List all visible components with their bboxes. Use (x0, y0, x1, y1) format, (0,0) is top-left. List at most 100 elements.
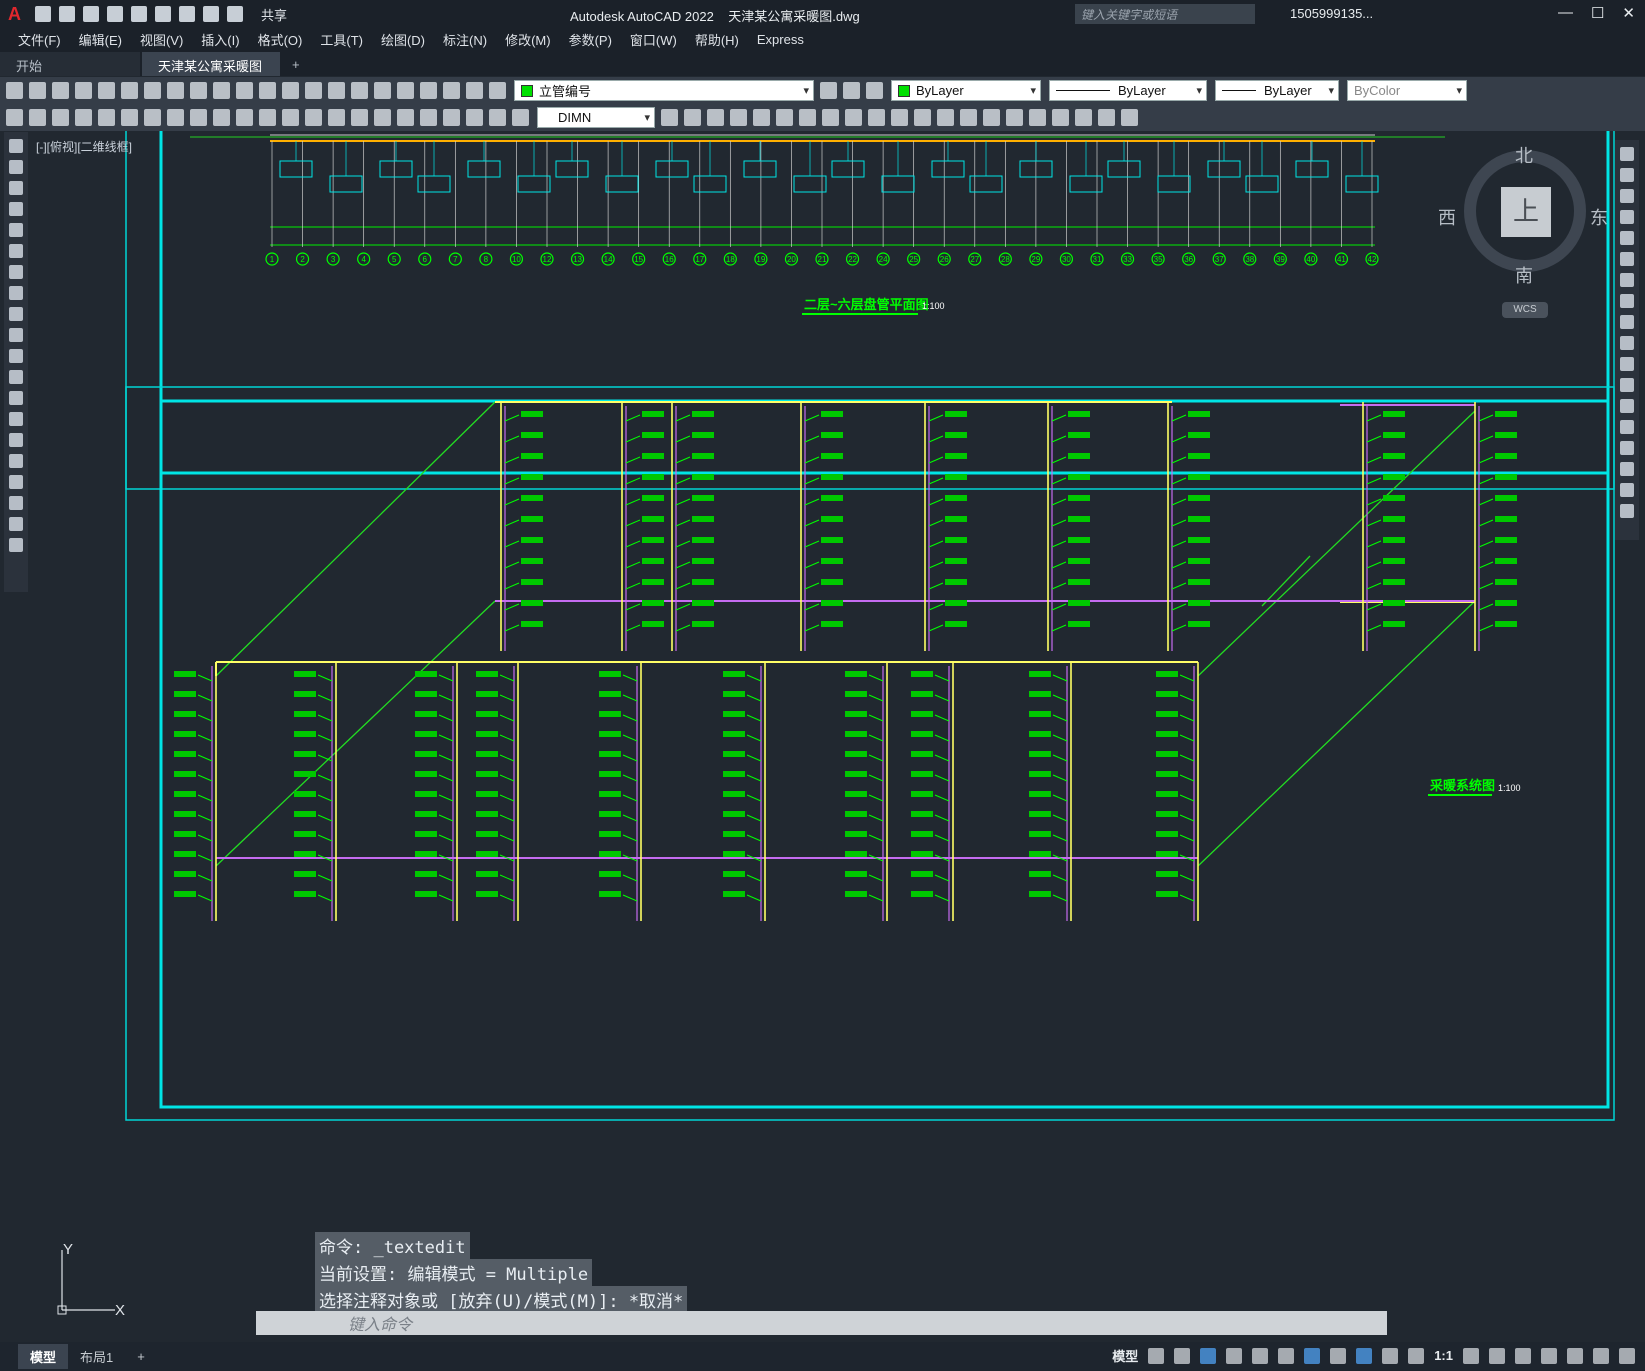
ellipse-icon[interactable] (9, 328, 23, 342)
tool-icon[interactable] (1121, 109, 1138, 126)
dimension-update-icon[interactable] (512, 109, 529, 126)
tool-icon[interactable] (684, 109, 701, 126)
revision-cloud-icon[interactable] (9, 286, 23, 300)
plot-icon[interactable] (75, 82, 92, 99)
menu-edit[interactable]: 编辑(E) (78, 32, 122, 48)
search-input[interactable]: 键入关键字或短语 (1075, 4, 1255, 24)
quick-dimension-icon[interactable] (259, 109, 276, 126)
extend-icon[interactable] (1620, 357, 1634, 371)
rectangle-icon[interactable] (9, 223, 23, 237)
add-layout-icon[interactable]: + (137, 1349, 145, 1364)
tool-icon[interactable] (6, 109, 23, 126)
circle-icon[interactable] (9, 265, 23, 279)
menu-express[interactable]: Express (756, 31, 804, 47)
compass-south[interactable]: 南 (1515, 266, 1533, 287)
annotation-scale-icon[interactable] (1408, 1347, 1425, 1364)
workspace-gear-icon[interactable] (1463, 1347, 1479, 1364)
copy-icon[interactable] (167, 82, 184, 99)
open-icon[interactable] (29, 82, 46, 99)
tolerance-icon[interactable] (374, 109, 391, 126)
blend-curves-icon[interactable] (1620, 483, 1634, 497)
tool-icon[interactable] (868, 109, 885, 126)
menu-insert[interactable]: 插入(I) (201, 32, 240, 48)
tool-icon[interactable] (799, 109, 816, 126)
tool-icon[interactable] (983, 109, 1000, 126)
annotation-monitor-icon[interactable] (1489, 1347, 1505, 1364)
plotstyle-dropdown[interactable]: ByColor (1347, 80, 1467, 101)
auto-scale-icon[interactable] (1382, 1347, 1399, 1364)
layer-previous-icon[interactable] (843, 82, 860, 99)
units-icon[interactable] (1515, 1347, 1531, 1364)
jogged-linear-icon[interactable] (443, 109, 460, 126)
compass-west[interactable]: 西 (1438, 208, 1456, 229)
diameter-icon[interactable] (213, 109, 230, 126)
table-icon[interactable] (9, 496, 23, 510)
help-icon[interactable] (466, 82, 483, 99)
tab-layout1[interactable]: 布局1 (80, 1350, 114, 1365)
tool-icon[interactable] (52, 109, 69, 126)
dimstyle-dropdown[interactable]: DIMN (537, 107, 655, 128)
match-properties-icon[interactable] (213, 82, 230, 99)
share-button[interactable]: 共享 (261, 7, 288, 23)
minimize-icon[interactable]: — (1557, 4, 1573, 21)
color-dropdown[interactable]: ByLayer (891, 80, 1041, 101)
fillet-icon[interactable] (1620, 462, 1634, 476)
annotation-visibility-icon[interactable] (1356, 1347, 1373, 1364)
layer-state-icon[interactable] (866, 82, 883, 99)
undo-icon[interactable] (236, 82, 253, 99)
linear-dimension-icon[interactable] (75, 109, 92, 126)
arc-icon[interactable] (9, 244, 23, 258)
properties-icon[interactable] (374, 82, 391, 99)
tool-palettes-icon[interactable] (420, 82, 437, 99)
compass-east[interactable]: 东 (1590, 208, 1608, 229)
isolate-objects-icon[interactable] (1567, 1347, 1583, 1364)
lineweight-dropdown[interactable]: ByLayer (1215, 80, 1339, 101)
polar-tracking-icon[interactable] (1226, 1347, 1243, 1364)
menu-dimension[interactable]: 标注(N) (443, 32, 488, 48)
object-snap-tracking-icon[interactable] (1278, 1347, 1295, 1364)
tab-start[interactable]: 开始 (0, 52, 140, 76)
explode-icon[interactable] (1620, 504, 1634, 518)
tool-icon[interactable] (753, 109, 770, 126)
mirror-icon[interactable] (1620, 189, 1634, 203)
zoom-previous-icon[interactable] (351, 82, 368, 99)
tool-icon[interactable] (776, 109, 793, 126)
gradient-icon[interactable] (9, 454, 23, 468)
menu-view[interactable]: 视图(V) (139, 32, 184, 48)
copy-icon[interactable] (1620, 168, 1634, 182)
annotation-scale-value[interactable]: 1:1 (1434, 1348, 1453, 1363)
export-icon[interactable] (155, 6, 171, 22)
point-icon[interactable] (9, 412, 23, 426)
chamfer-icon[interactable] (1620, 441, 1634, 455)
autocad-logo-icon[interactable]: A (8, 3, 21, 24)
layer-properties-icon[interactable] (489, 82, 506, 99)
add-selected-icon[interactable] (9, 538, 23, 552)
viewport-controls[interactable]: [-][俯视][二维线框] (36, 140, 133, 154)
maximize-icon[interactable]: ☐ (1590, 5, 1605, 22)
move-icon[interactable] (1620, 252, 1634, 266)
radius-icon[interactable] (167, 109, 184, 126)
tool-icon[interactable] (822, 109, 839, 126)
model-space-button[interactable]: 模型 (1112, 1349, 1139, 1364)
stretch-icon[interactable] (1620, 315, 1634, 329)
arc-length-icon[interactable] (121, 109, 138, 126)
dimension-break-icon[interactable] (351, 109, 368, 126)
pan-icon[interactable] (282, 82, 299, 99)
menu-help[interactable]: 帮助(H) (694, 32, 739, 48)
snap-icon[interactable] (1174, 1347, 1191, 1364)
grid-icon[interactable] (1148, 1347, 1165, 1364)
undo-icon[interactable] (203, 6, 219, 22)
menu-draw[interactable]: 绘图(D) (380, 32, 426, 48)
spline-icon[interactable] (9, 307, 23, 321)
construction-line-icon[interactable] (9, 160, 23, 174)
hatch-icon[interactable] (9, 433, 23, 447)
new-icon[interactable] (35, 6, 51, 22)
tool-icon[interactable] (1029, 109, 1046, 126)
save-icon[interactable] (52, 82, 69, 99)
jogged-icon[interactable] (190, 109, 207, 126)
ortho-icon[interactable] (1200, 1347, 1217, 1364)
user-account[interactable]: 1505999135... (1290, 6, 1374, 21)
wcs-menu[interactable]: WCS (1502, 302, 1548, 318)
make-current-icon[interactable] (820, 82, 837, 99)
